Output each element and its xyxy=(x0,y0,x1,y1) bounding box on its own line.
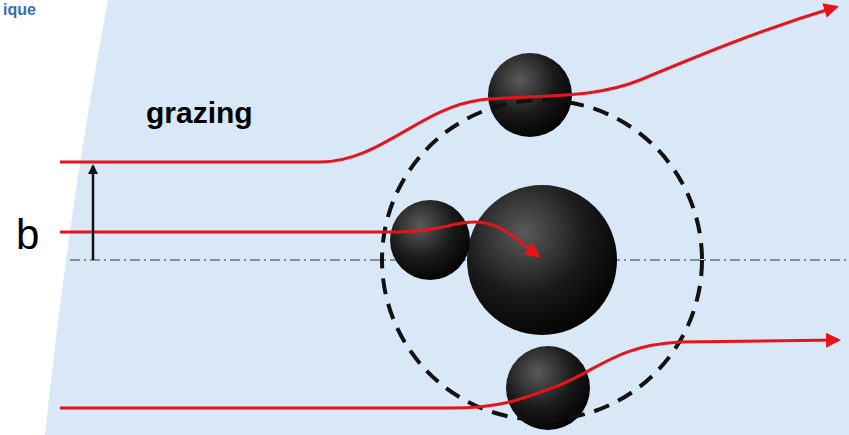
interaction-radius xyxy=(382,100,702,420)
target-sphere xyxy=(467,185,617,335)
impact-parameter-arrow xyxy=(92,166,95,260)
projectile-sphere xyxy=(390,200,470,280)
trajectory-label: grazing xyxy=(146,98,253,128)
trajectory xyxy=(60,7,836,162)
logo-fragment: ique xyxy=(3,2,36,18)
trajectory xyxy=(60,222,538,256)
parameter-symbol: b xyxy=(16,214,39,256)
background-panel xyxy=(45,0,849,435)
trajectory xyxy=(60,340,838,408)
